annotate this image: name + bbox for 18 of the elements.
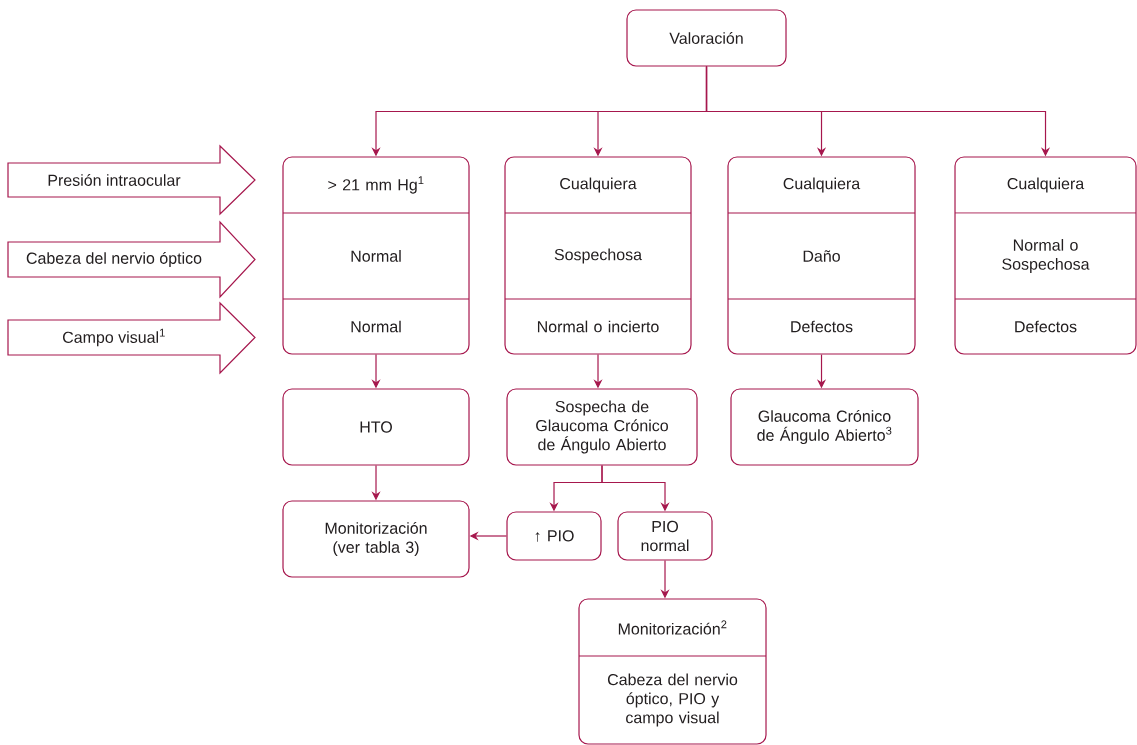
process-box: Valoración xyxy=(626,9,787,67)
criteria-box: > 21 mm Hg$^{1}$ Normal Normal xyxy=(282,156,470,355)
process-box: Glaucoma Crónico de Ángulo Abierto$^{3}$ xyxy=(730,388,919,466)
criteria-box: Cualquiera Normal o Sospechosa Defectos xyxy=(954,156,1137,355)
block-arrow xyxy=(7,301,256,375)
process-box: Sospecha de Glaucoma Crónico de Ángulo Abierto xyxy=(506,388,698,466)
edge-label: Cabeza del nervio óptico xyxy=(26,251,202,268)
criteria-box: Cualquiera Sospechosa Normal o incierto xyxy=(504,156,692,355)
criteria-box: Monitorización$^{2}$ Cabeza del nervio óptico, PIO y campo visual xyxy=(578,598,767,745)
edge-label: Campo visual$^{1}$ xyxy=(63,328,165,347)
process-box: PIO normal xyxy=(617,511,713,561)
block-arrow xyxy=(7,144,256,216)
edge-label: Presión intraocular xyxy=(48,174,181,186)
process-box: ↑ PIO xyxy=(506,511,602,561)
process-box: HTO xyxy=(282,388,470,466)
process-box: Monitorización (ver tabla 3) xyxy=(282,500,470,578)
block-arrow xyxy=(7,220,256,299)
criteria-box: Cualquiera Daño Defectos xyxy=(727,156,916,355)
